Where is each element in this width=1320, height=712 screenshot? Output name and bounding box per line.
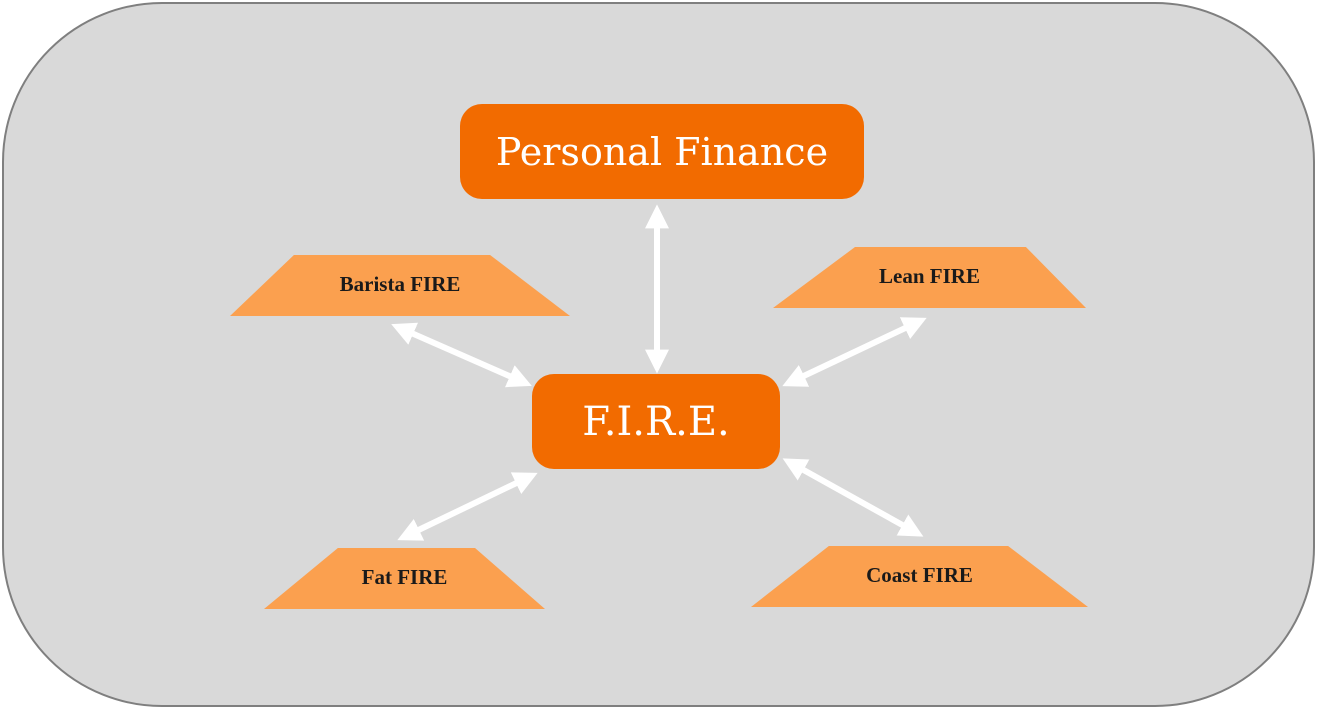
arrow-center-coast <box>782 458 924 537</box>
fat-fire-label: Fat FIRE <box>361 565 448 589</box>
arrow-center-fat <box>397 472 538 541</box>
coast-fire-label: Coast FIRE <box>866 563 973 587</box>
fire-label: F.I.R.E. <box>582 398 730 445</box>
barista-fire-label: Barista FIRE <box>339 272 461 296</box>
personal-finance-label: Personal Finance <box>495 129 829 174</box>
fire-node: F.I.R.E. <box>532 374 780 469</box>
personal-finance-node: Personal Finance <box>460 104 864 199</box>
arrow-center-barista <box>391 322 532 388</box>
lean-fire-label: Lean FIRE <box>879 264 980 288</box>
arrow-center-lean <box>782 317 927 387</box>
